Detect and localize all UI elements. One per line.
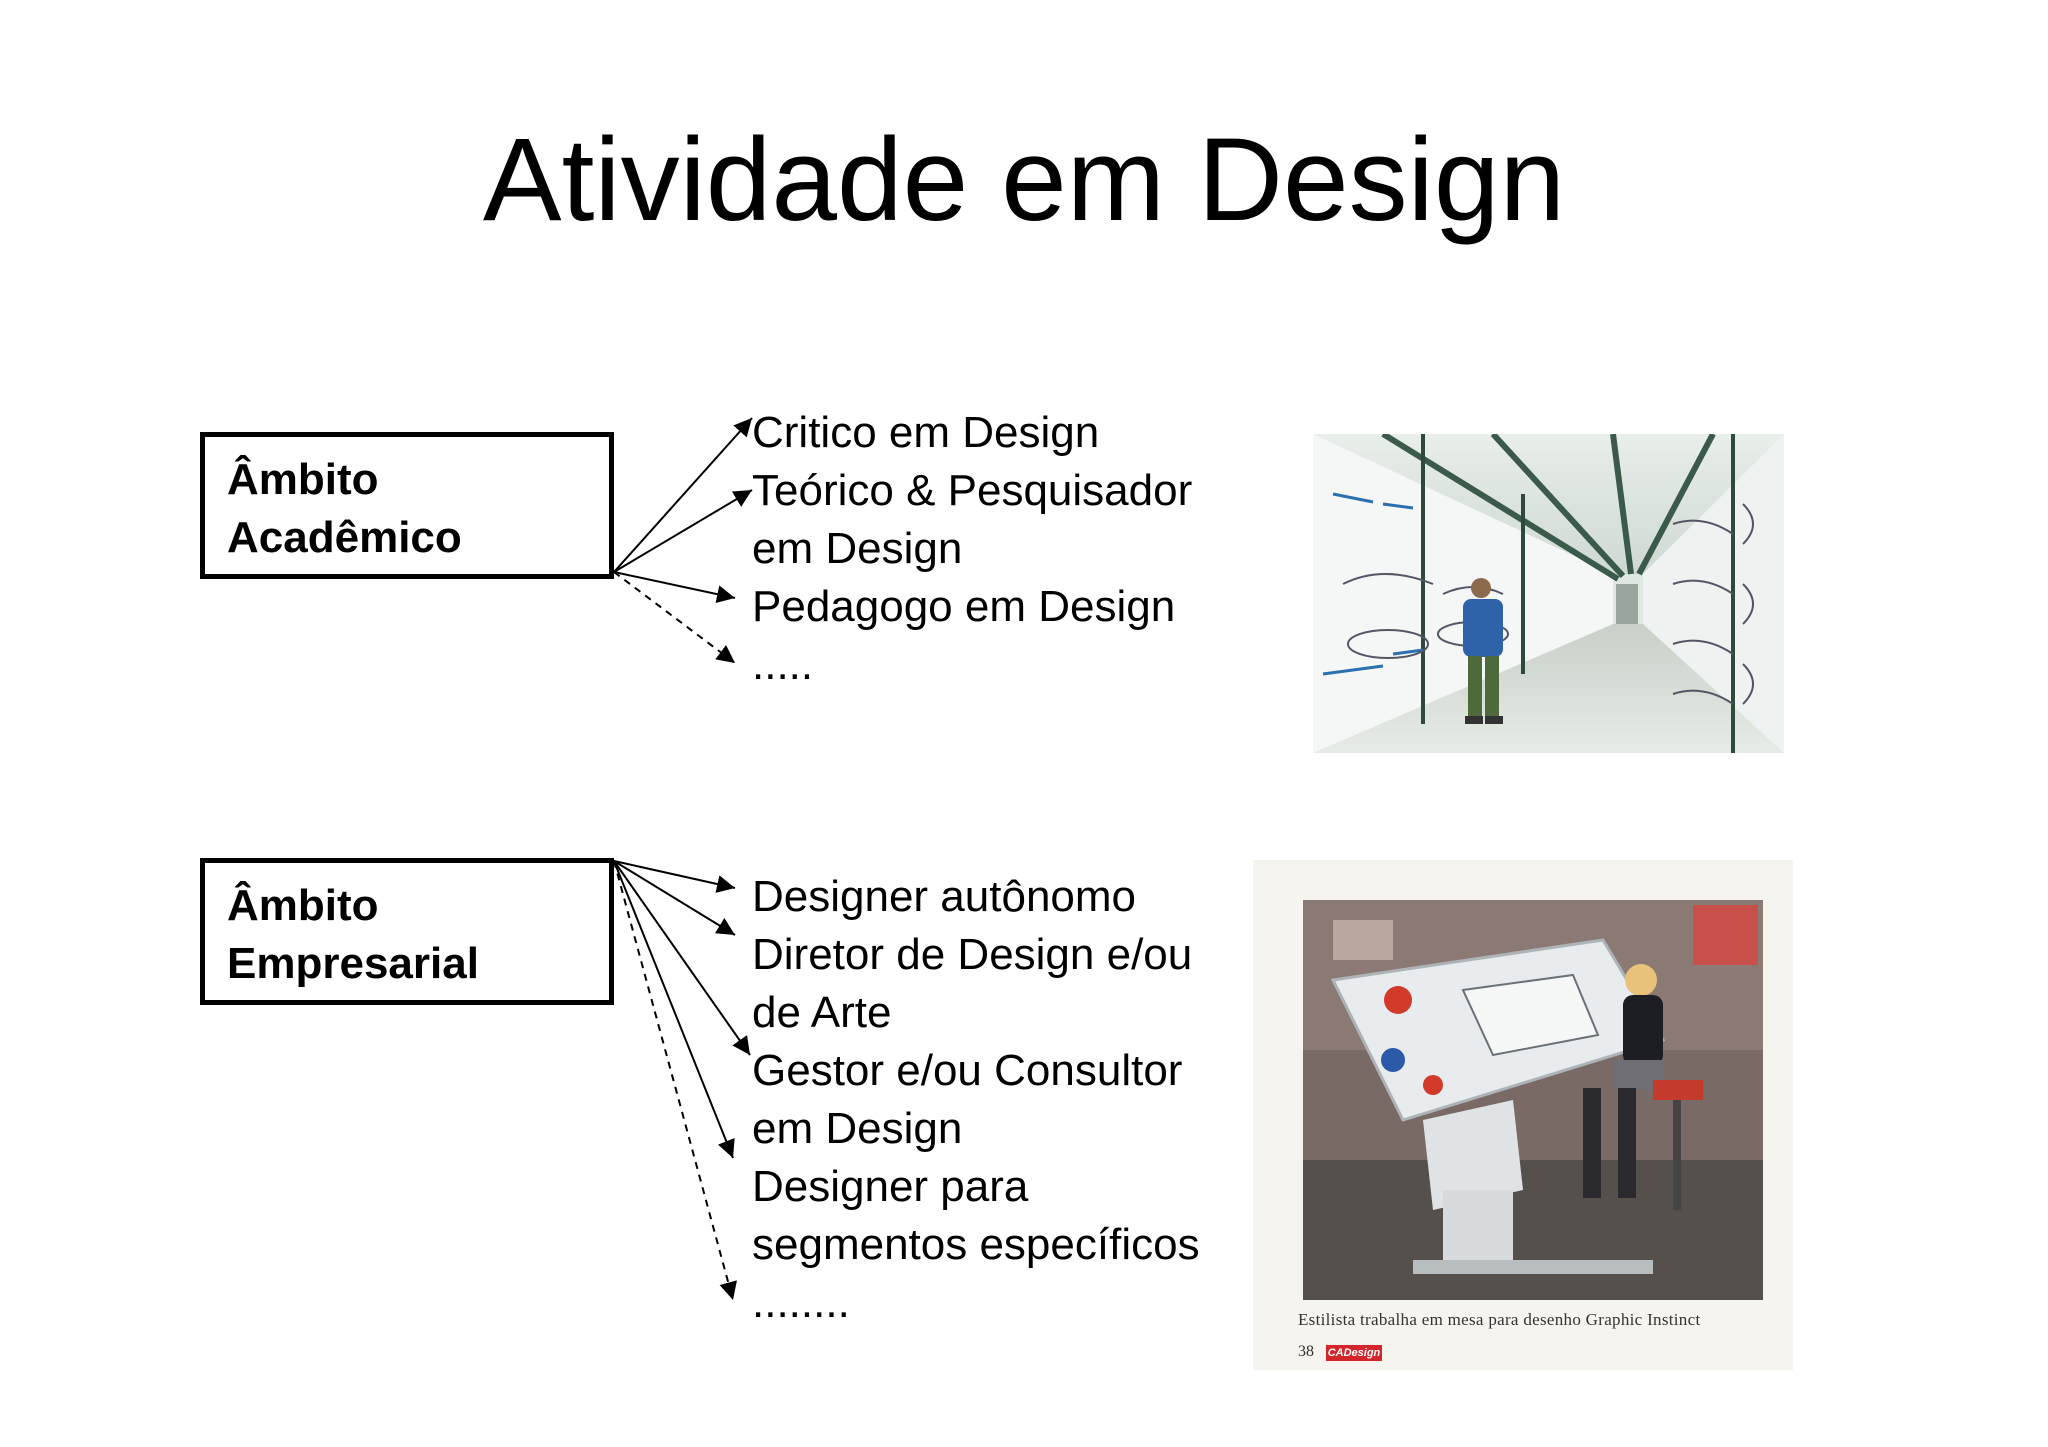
business-role: segmentos específicos — [752, 1220, 1200, 1269]
arrow-academic-pedagogo — [613, 571, 736, 604]
business-role: em Design — [752, 1104, 963, 1153]
academic-role: Pedagogo em Design — [752, 582, 1176, 631]
business-role: de Arte — [752, 988, 892, 1037]
business-role: Diretor de Design e/ou — [752, 930, 1193, 979]
business-role: Designer autônomo — [752, 872, 1137, 921]
arrow-business-segmentos — [613, 860, 735, 1159]
business-scope-box: Âmbito Empresarial — [200, 858, 614, 1005]
business-box-line-2: Empresarial — [227, 939, 479, 988]
cadesign-logo: CADesign — [1326, 1345, 1382, 1361]
business-role: Designer para — [752, 1162, 1029, 1211]
arrow-academic-critico — [613, 417, 753, 573]
academic-role-ellipsis: ..... — [752, 640, 814, 689]
arrow-business-diretor — [613, 860, 736, 936]
page-title: Atividade em Design — [482, 114, 1566, 246]
page-number: 38 — [1298, 1343, 1314, 1360]
business-roles-list: Designer autônomo Diretor de Design e/ou… — [752, 868, 1200, 1332]
drawing-desk-image — [1253, 860, 1793, 1370]
academic-box-line-1: Âmbito — [227, 455, 379, 504]
academic-role: em Design — [752, 524, 963, 573]
academic-roles-list: Critico em Design Teórico & Pesquisador … — [752, 404, 1192, 694]
academic-role: Teórico & Pesquisador — [752, 466, 1193, 515]
business-role: Gestor e/ou Consultor — [752, 1046, 1183, 1095]
academic-scope-box: Âmbito Acadêmico — [200, 432, 614, 579]
arrow-business-gestor — [613, 860, 751, 1056]
academic-role: Critico em Design — [752, 408, 1100, 457]
image-caption: Estilista trabalha em mesa para desenho … — [1298, 1310, 1701, 1329]
design-studio-corridor-image — [1313, 434, 1784, 753]
arrow-academic-teorico — [613, 489, 753, 573]
academic-box-line-2: Acadêmico — [227, 513, 462, 562]
business-box-line-1: Âmbito — [227, 881, 379, 930]
business-role-ellipsis: ........ — [752, 1278, 850, 1327]
arrow-business-autonomo — [613, 860, 736, 893]
arrow-business-more — [613, 860, 737, 1301]
